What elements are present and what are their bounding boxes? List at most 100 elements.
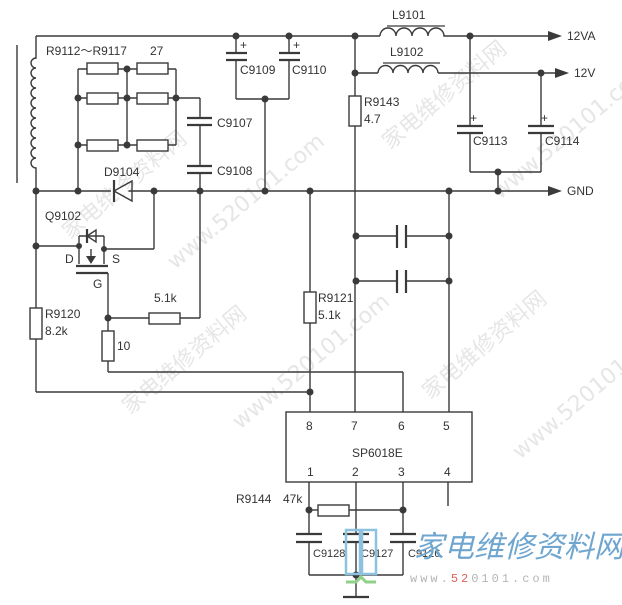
resistor	[136, 92, 169, 105]
value-r9121: 5.1k	[318, 308, 342, 322]
resistor-r9143	[348, 95, 362, 127]
output-label-gnd: GND	[567, 184, 594, 198]
watermark-url: www.520101.com	[488, 59, 622, 205]
label-c9109: C9109	[240, 63, 276, 77]
junction	[285, 32, 293, 40]
value-resistor-array: 27	[150, 44, 164, 58]
label-d9104: D9104	[104, 165, 140, 179]
brand-logo-book-icon	[344, 528, 362, 576]
label-l9102: L9102	[390, 45, 424, 59]
watermark-text: 家电维修资料网	[418, 286, 552, 404]
transformer-secondary	[16, 36, 37, 190]
label-resistor-array: R9112～R9117	[46, 44, 127, 58]
inductor-l9101: L9101	[379, 8, 450, 37]
label-c9110: C9110	[292, 63, 327, 77]
mosfet-arrow	[86, 256, 96, 264]
polarity-c9110: +	[293, 38, 300, 52]
diode-triangle	[112, 179, 133, 203]
junction	[305, 506, 313, 514]
resistor-r9144	[317, 504, 350, 517]
junction	[399, 506, 407, 514]
label-c9108: C9108	[217, 164, 253, 178]
arrow-12v-icon	[555, 68, 569, 78]
junction	[352, 232, 360, 240]
label-q9102: Q9102	[45, 209, 81, 223]
junction	[150, 187, 158, 195]
junction	[172, 94, 180, 102]
resistor-gate-pull	[101, 330, 115, 362]
ic-part-label: SP6018E	[352, 446, 403, 460]
junction	[32, 242, 40, 250]
brand-logo-book-icon	[360, 528, 378, 576]
ic-pin-7: 7	[351, 419, 358, 433]
junction	[232, 32, 240, 40]
junction	[351, 69, 359, 77]
ic-pin-3: 3	[398, 465, 405, 479]
resistor-r9121	[303, 291, 317, 324]
junction	[306, 388, 314, 396]
label-c9113: C9113	[473, 134, 508, 148]
watermark-text: 家电维修资料网	[118, 301, 252, 419]
output-label-12va: 12VA	[567, 29, 595, 43]
label-r9121: R9121	[318, 291, 354, 305]
watermark-url: www.520101.com	[163, 129, 330, 275]
junction	[196, 187, 204, 195]
junction	[445, 277, 453, 285]
brand-url-rest: 0101.com	[471, 572, 553, 586]
ic-pin-6: 6	[398, 419, 405, 433]
inductor-l9102: L9102	[377, 45, 440, 74]
inductor-coil	[377, 64, 439, 74]
brand-url-prefix: www.	[410, 572, 451, 586]
junction	[261, 187, 269, 195]
ic-pin-1: 1	[307, 465, 314, 479]
junction	[104, 314, 112, 322]
value-r9120: 8.2k	[45, 324, 69, 338]
inductor-coil	[379, 27, 450, 37]
pin-label-s: S	[112, 252, 120, 266]
polarity-c9114: +	[541, 111, 548, 125]
junction	[123, 65, 131, 73]
value-r9144: 47k	[283, 492, 303, 506]
junction	[445, 232, 453, 240]
resistor	[86, 62, 119, 75]
resistor-r9120	[29, 307, 43, 340]
value-gate-series: 5.1k	[154, 291, 178, 305]
junction	[123, 141, 131, 149]
resistor	[136, 62, 169, 75]
pin-label-d: D	[65, 252, 74, 266]
brand-watermark: 家电维修资料网 www.520101.com	[344, 528, 622, 586]
junction	[537, 69, 545, 77]
resistor-gate-series	[148, 312, 181, 325]
junction	[466, 32, 474, 40]
junction	[352, 277, 360, 285]
resistor	[86, 139, 119, 152]
junction	[494, 168, 502, 176]
junction	[74, 141, 82, 149]
junction	[32, 187, 40, 195]
label-r9120: R9120	[45, 307, 81, 321]
brand-url-red: 52	[451, 572, 471, 586]
junction	[123, 94, 131, 102]
watermark-url: www.520101.com	[508, 319, 622, 465]
label-l9101: L9101	[392, 8, 426, 22]
ic-sp6018e: 8 7 6 5 SP6018E 1 2 3 4	[285, 411, 473, 483]
body-diode-triangle	[85, 228, 97, 244]
ic-pin-5: 5	[443, 419, 450, 433]
junction	[76, 243, 82, 249]
label-c9128: C9128	[313, 548, 345, 560]
brand-logo-leaf-icon	[346, 574, 376, 584]
brand-name: 家电维修资料网	[414, 530, 622, 565]
resistor	[136, 139, 169, 152]
ic-body	[285, 411, 473, 483]
ic-pin-4: 4	[444, 465, 451, 479]
junction	[351, 32, 359, 40]
pin-label-g: G	[93, 277, 102, 291]
polarity-c9113: +	[470, 111, 477, 125]
junction	[261, 95, 269, 103]
junction	[101, 246, 107, 252]
label-c9114: C9114	[545, 134, 580, 148]
ic-pin-8: 8	[306, 419, 313, 433]
label-r9143: R9143	[364, 95, 400, 109]
transformer-coil	[30, 36, 37, 190]
